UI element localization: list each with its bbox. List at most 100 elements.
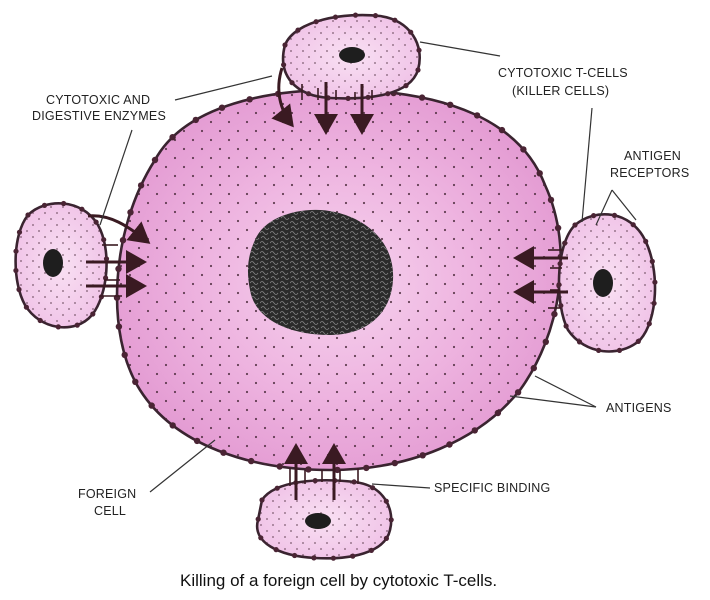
antigen-bead bbox=[474, 112, 480, 118]
antigen-bead bbox=[543, 339, 549, 345]
antigen-bead bbox=[650, 259, 655, 264]
antigen-bead bbox=[531, 365, 537, 371]
antigen-bead bbox=[472, 427, 478, 433]
antigen-bead bbox=[551, 311, 557, 317]
antigen-bead bbox=[495, 410, 501, 416]
antigen-bead bbox=[259, 497, 264, 502]
label-tcells-1: CYTOTOXIC T-CELLS bbox=[498, 66, 628, 80]
antigen-bead bbox=[16, 287, 21, 292]
antigen-bead bbox=[277, 463, 283, 469]
antigen-bead bbox=[149, 402, 155, 408]
antigen-bead bbox=[42, 203, 47, 208]
antigen-bead bbox=[346, 96, 351, 101]
tcell-bottom bbox=[256, 478, 394, 561]
antigen-bead bbox=[520, 146, 526, 152]
antigen-bead bbox=[352, 479, 357, 484]
antigen-bead bbox=[596, 348, 601, 353]
antigen-bead bbox=[419, 94, 425, 100]
antigen-bead bbox=[636, 339, 641, 344]
antigen-bead bbox=[306, 91, 311, 96]
antigen-bead bbox=[152, 157, 158, 163]
antigen-bead bbox=[384, 499, 389, 504]
antigen-bead bbox=[61, 201, 66, 206]
antigen-bead bbox=[555, 225, 561, 231]
antigen-bead bbox=[247, 96, 253, 102]
antigen-bead bbox=[373, 13, 378, 18]
antigen-bead bbox=[612, 213, 617, 218]
antigen-bead bbox=[127, 209, 133, 215]
antigen-bead bbox=[116, 323, 122, 329]
antigen-bead bbox=[350, 554, 355, 559]
antigen-bead bbox=[652, 280, 657, 285]
antigen-bead bbox=[75, 323, 80, 328]
antigen-bead bbox=[384, 536, 389, 541]
antigen-bead bbox=[220, 450, 226, 456]
antigen-bead bbox=[170, 422, 176, 428]
figure-caption: Killing of a foreign cell by cytotoxic T… bbox=[180, 571, 497, 590]
antigen-bead bbox=[446, 441, 452, 447]
antigen-bead bbox=[652, 301, 657, 306]
label-foreign-cell-2: CELL bbox=[94, 504, 126, 518]
antigen-bead bbox=[499, 127, 505, 133]
antigen-bead bbox=[577, 339, 582, 344]
antigen-bead bbox=[591, 213, 596, 218]
antigen-bead bbox=[643, 239, 648, 244]
antigen-bead bbox=[392, 18, 397, 23]
tcell-right-nucleus bbox=[593, 269, 613, 297]
antigen-bead bbox=[370, 485, 375, 490]
antigen-bead bbox=[248, 458, 254, 464]
antigen-bead bbox=[13, 249, 18, 254]
label-cytotoxic-enzymes-1: CYTOTOXIC AND bbox=[46, 93, 150, 107]
label-foreign-cell-1: FOREIGN bbox=[78, 487, 136, 501]
tcell-left-nucleus bbox=[43, 249, 63, 277]
antigen-bead bbox=[169, 134, 175, 140]
antigen-bead bbox=[90, 311, 95, 316]
antigen-bead bbox=[25, 212, 30, 217]
antigen-bead bbox=[333, 15, 338, 20]
antigen-bead bbox=[120, 237, 126, 243]
antigen-bead bbox=[56, 324, 61, 329]
tcell-right bbox=[556, 213, 657, 353]
antigen-bead bbox=[281, 62, 286, 67]
antigen-bead bbox=[219, 105, 225, 111]
antigen-bead bbox=[38, 318, 43, 323]
antigen-bead bbox=[408, 30, 413, 35]
antigen-bead bbox=[389, 517, 394, 522]
antigen-bead bbox=[193, 117, 199, 123]
antigen-bead bbox=[194, 438, 200, 444]
antigen-bead bbox=[562, 241, 567, 246]
antigen-bead bbox=[572, 222, 577, 227]
label-tcells-2: (KILLER CELLS) bbox=[512, 84, 609, 98]
antigen-bead bbox=[564, 323, 569, 328]
antigen-bead bbox=[17, 230, 22, 235]
antigen-bead bbox=[138, 182, 144, 188]
antigen-bead bbox=[416, 48, 421, 53]
antigen-bead bbox=[313, 478, 318, 483]
antigen-bead bbox=[258, 535, 263, 540]
antigen-bead bbox=[305, 466, 311, 472]
antigen-bead bbox=[122, 352, 128, 358]
antigen-bead bbox=[275, 486, 280, 491]
antigen-bead bbox=[548, 197, 554, 203]
antigen-bead bbox=[311, 555, 316, 560]
antigen-bead bbox=[537, 170, 543, 176]
label-antigen-receptors-2: RECEPTORS bbox=[610, 166, 689, 180]
label-antigen-receptors-1: ANTIGEN bbox=[624, 149, 681, 163]
antigen-bead bbox=[447, 102, 453, 108]
antigen-bead bbox=[331, 556, 336, 561]
tcell-left bbox=[13, 201, 109, 330]
antigen-bead bbox=[558, 261, 563, 266]
antigen-bead bbox=[556, 282, 561, 287]
antigen-bead bbox=[366, 95, 371, 100]
antigen-bead bbox=[385, 91, 390, 96]
label-antigens: ANTIGENS bbox=[606, 401, 672, 415]
antigen-bead bbox=[289, 80, 294, 85]
antigen-bead bbox=[363, 465, 369, 471]
antigen-bead bbox=[647, 321, 652, 326]
antigen-bead bbox=[415, 67, 420, 72]
antigen-bead bbox=[403, 83, 408, 88]
antigen-bead bbox=[94, 220, 99, 225]
antigen-bead bbox=[295, 28, 300, 33]
antigen-bead bbox=[420, 452, 426, 458]
